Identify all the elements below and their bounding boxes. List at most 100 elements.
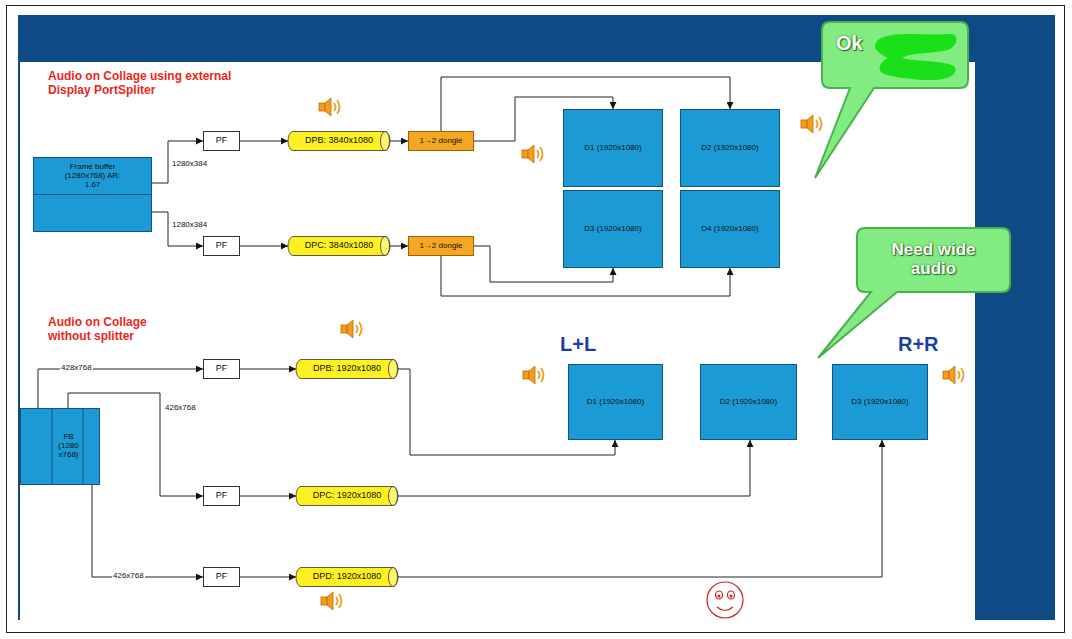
node-text: FB (1280 x768) bbox=[53, 433, 84, 459]
connector-arrow bbox=[38, 369, 203, 408]
display-port-cylinder: DPB: 3840x1080 bbox=[288, 131, 390, 151]
callout-bubble: Ok bbox=[822, 22, 968, 88]
display-port-cylinder: DPC: 3840x1080 bbox=[288, 236, 390, 256]
node-text: DPB: 1920x1080 bbox=[313, 364, 381, 374]
connector-arrow bbox=[240, 369, 296, 370]
frame-buffer-box: FB (1280 x768) bbox=[20, 408, 100, 485]
connector-arrow bbox=[390, 141, 408, 142]
text-block: DPC: 3840x1080 bbox=[305, 241, 374, 251]
display-box: D3 (1920x1080) bbox=[832, 364, 928, 440]
text-block: DPD: 1920x1080 bbox=[313, 572, 382, 582]
text-block: D2 (1920x1080) bbox=[720, 398, 777, 407]
text-block: 1→2 dongle bbox=[419, 137, 462, 146]
display-port-cylinder: DPB: 1920x1080 bbox=[296, 359, 398, 379]
outer-border bbox=[7, 6, 1065, 633]
text-block: D1 (1920x1080) bbox=[584, 144, 641, 153]
section-heading: Audio on Collage using external Display … bbox=[48, 70, 233, 98]
node-text: D2 (1920x1080) bbox=[701, 144, 758, 153]
node-text: 1→2 dongle bbox=[419, 242, 462, 251]
resolution-label: 1280x384 bbox=[171, 221, 208, 230]
callout-shape bbox=[822, 22, 968, 88]
dongle-box: 1→2 dongle bbox=[408, 131, 474, 151]
text-block: DPC: 1920x1080 bbox=[313, 491, 382, 501]
smiley-face bbox=[707, 582, 743, 618]
connector-arrow bbox=[92, 485, 203, 577]
display-port-cylinder: DPC: 1920x1080 bbox=[296, 486, 398, 506]
node-text: PF bbox=[216, 241, 228, 251]
node-text: D3 (1920x1080) bbox=[584, 225, 641, 234]
speaker-icon bbox=[341, 320, 362, 338]
display-box: D1 (1920x1080) bbox=[568, 364, 663, 440]
display-box: D1 (1920x1080) bbox=[563, 109, 663, 187]
node-text: Frame buffer (1280x768) AR: 1.67 bbox=[61, 163, 125, 189]
text-block: PF bbox=[216, 364, 228, 374]
text-block: D4 (1920x1080) bbox=[701, 225, 758, 234]
text-block: Ok bbox=[836, 32, 863, 54]
text-block: D1 (1920x1080) bbox=[587, 398, 644, 407]
node-text: Need wide audio bbox=[878, 241, 990, 278]
text-block: D2 (1920x1080) bbox=[701, 144, 758, 153]
text-block: D3 (1920x1080) bbox=[851, 398, 908, 407]
speaker-icon bbox=[319, 98, 340, 116]
display-box: D2 (1920x1080) bbox=[680, 109, 780, 187]
resolution-label: 428x768 bbox=[60, 364, 93, 373]
node-text: 1→2 dongle bbox=[419, 137, 462, 146]
pf-box: PF bbox=[203, 236, 240, 256]
connector-arrow bbox=[240, 577, 296, 578]
pf-box: PF bbox=[203, 131, 240, 151]
speaker-icon bbox=[523, 366, 544, 384]
connector-arrow bbox=[398, 440, 750, 496]
connector-arrow bbox=[398, 440, 882, 577]
text-block: 1→2 dongle bbox=[419, 242, 462, 251]
resolution-label: 1280x384 bbox=[171, 160, 208, 169]
frame-buffer-box: Frame buffer (1280x768) AR: 1.67 bbox=[33, 157, 152, 232]
text-block: PF bbox=[216, 491, 228, 501]
pf-box: PF bbox=[203, 486, 240, 506]
text-block: PF bbox=[216, 241, 228, 251]
text-block: PF bbox=[216, 136, 228, 146]
callout-bubble: Need wide audio bbox=[857, 228, 1010, 292]
text-block: D3 (1920x1080) bbox=[584, 225, 641, 234]
display-box: D4 (1920x1080) bbox=[680, 190, 780, 268]
node-text: D3 (1920x1080) bbox=[851, 398, 908, 407]
node-text: DPC: 3840x1080 bbox=[305, 241, 374, 251]
connector-arrow bbox=[240, 496, 296, 497]
speaker-icon bbox=[943, 366, 964, 384]
node-text: D4 (1920x1080) bbox=[701, 225, 758, 234]
text-block: PF bbox=[216, 572, 228, 582]
text-block: FB (1280 x768) bbox=[53, 409, 84, 484]
section-heading: Audio on Collage without splitter bbox=[48, 316, 183, 344]
dongle-box: 1→2 dongle bbox=[408, 236, 474, 256]
connector-arrow bbox=[240, 246, 288, 247]
resolution-label: 426x768 bbox=[164, 404, 197, 413]
node-text: D1 (1920x1080) bbox=[587, 398, 644, 407]
channel-label: R+R bbox=[898, 333, 939, 356]
node-text: DPB: 3840x1080 bbox=[305, 136, 373, 146]
text-block: DPB: 1920x1080 bbox=[313, 364, 381, 374]
connector-arrow bbox=[390, 246, 408, 247]
node-text: D1 (1920x1080) bbox=[584, 144, 641, 153]
text-block: Need wide audio bbox=[878, 241, 990, 278]
speaker-icon bbox=[801, 115, 822, 133]
channel-label: L+L bbox=[560, 333, 596, 356]
connector-arrow bbox=[240, 141, 288, 142]
speaker-icon bbox=[522, 145, 543, 163]
node-text: PF bbox=[216, 572, 228, 582]
node-text: PF bbox=[216, 136, 228, 146]
display-box: D3 (1920x1080) bbox=[563, 190, 663, 268]
node-text: PF bbox=[216, 491, 228, 501]
pf-box: PF bbox=[203, 567, 240, 587]
text-block: Frame buffer (1280x768) AR: 1.67 bbox=[34, 158, 151, 195]
node-text: PF bbox=[216, 364, 228, 374]
node-text: Ok bbox=[836, 32, 863, 54]
resolution-label: 426x768 bbox=[112, 572, 145, 581]
display-port-cylinder: DPD: 1920x1080 bbox=[296, 567, 398, 587]
display-box: D2 (1920x1080) bbox=[700, 364, 797, 440]
pf-box: PF bbox=[203, 359, 240, 379]
node-text: DPD: 1920x1080 bbox=[313, 572, 382, 582]
node-text: DPC: 1920x1080 bbox=[313, 491, 382, 501]
node-text: D2 (1920x1080) bbox=[720, 398, 777, 407]
